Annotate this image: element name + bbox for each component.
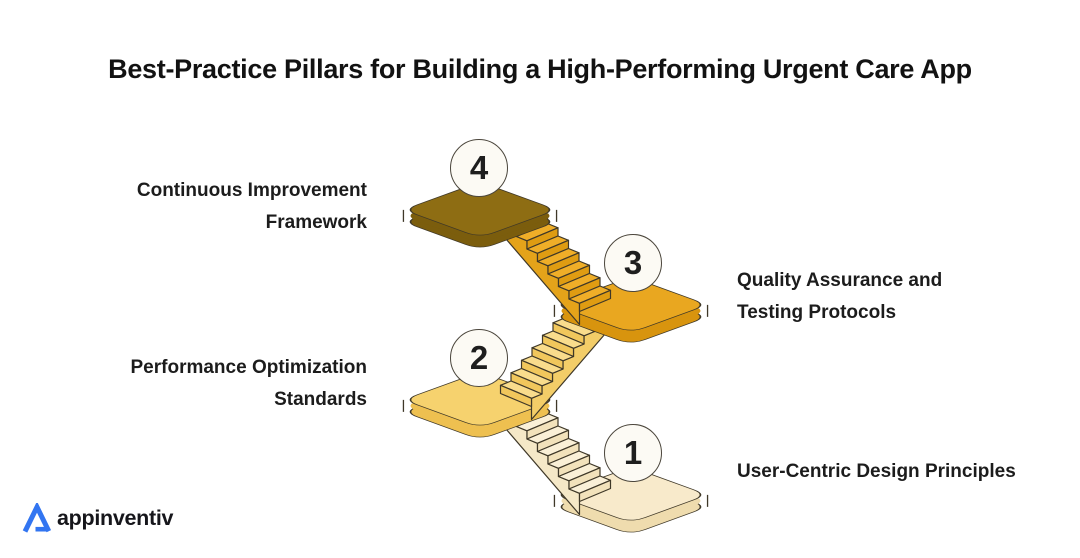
pillar-2-label-line1: Performance Optimization [130,357,368,378]
step-number-4: 4 [469,149,489,186]
step-number-3: 3 [623,244,643,281]
pillar-2-label-line2: Standards [274,388,367,410]
step-badge-3: 3 [604,234,662,292]
step-number-2: 2 [469,339,489,376]
pillar-3-label-line2: Testing Protocols [737,301,897,323]
pillar-1-label: User-Centric Design Principles [737,456,1057,488]
appinventiv-icon [22,503,52,533]
pillar-4-label-line1: Continuous Improvement [136,180,367,201]
pillar-1-label-line1: User-Centric Design Principles [737,461,1016,482]
pillar-4-label: Continuous Improvement Framework [60,175,367,238]
pillar-2-label: Performance Optimization Standards [60,352,368,415]
pillar-4-label-line2: Framework [265,211,367,233]
step-badge-2: 2 [450,329,508,387]
page-title: Best-Practice Pillars for Building a Hig… [108,54,972,84]
step-number-1: 1 [623,434,643,471]
pillar-3-label-line1: Quality Assurance and [737,270,943,291]
step-badge-1: 1 [604,424,662,482]
brand-name: appinventiv [57,506,174,530]
brand-logo: appinventiv [22,503,173,534]
pillar-3-label: Quality Assurance and Testing Protocols [737,265,1037,328]
step-badge-4: 4 [450,139,508,197]
